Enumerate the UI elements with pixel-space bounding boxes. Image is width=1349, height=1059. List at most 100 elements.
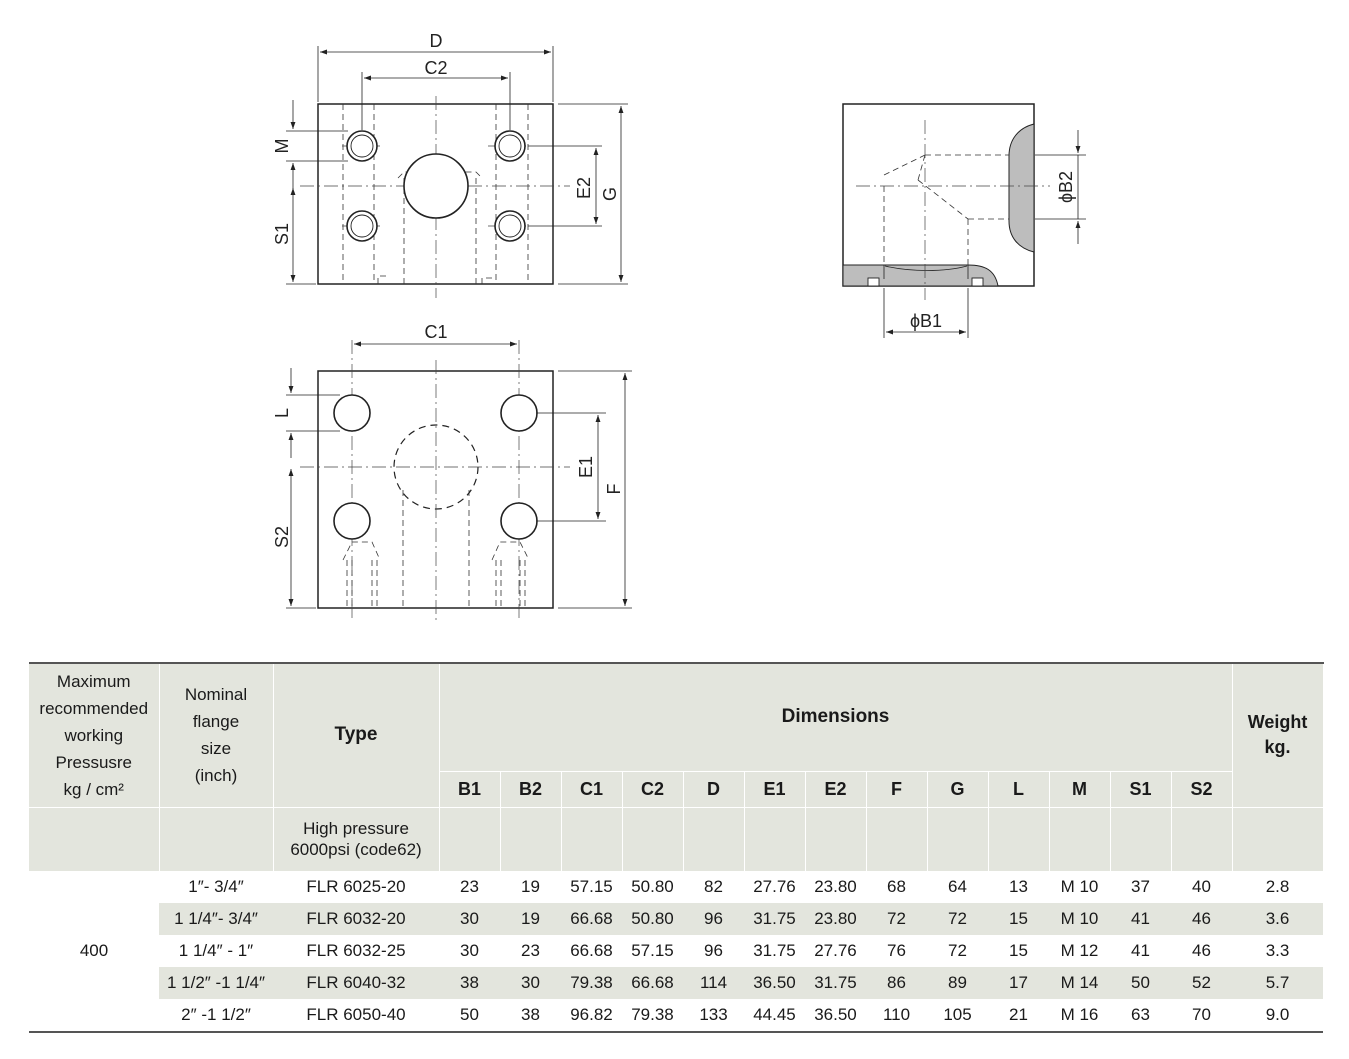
note-cell	[1110, 806, 1172, 871]
dim-cell: 79.38	[622, 999, 683, 1033]
dim-cell: 89	[927, 967, 988, 999]
dim-cell: 79.38	[561, 967, 622, 999]
label-s2: S2	[272, 526, 292, 548]
dim-cell: 46	[1192, 941, 1211, 960]
label-c1: C1	[424, 322, 447, 342]
weight-cell: 3.6	[1232, 903, 1324, 935]
label-g: G	[600, 187, 620, 201]
label-b2: ϕB2	[1056, 171, 1076, 203]
weight-cell: 9.0	[1232, 999, 1324, 1033]
dim-cell: 23	[460, 877, 479, 896]
dim-cell: 66.68	[561, 903, 622, 935]
type-note-line: High pressure	[303, 819, 409, 839]
side-view-drawing: ϕB2 ϕB1	[842, 103, 1086, 338]
dim-cell: 23	[521, 941, 540, 960]
dim-cell: 19	[500, 903, 561, 935]
note-cell	[439, 806, 501, 871]
weight-cell: 5.7	[1232, 967, 1324, 999]
label-s1: S1	[272, 223, 292, 245]
dim-cell: 72	[948, 941, 967, 960]
dim-cell: 96	[704, 941, 723, 960]
dim-cell: 41	[1131, 941, 1150, 960]
pressure-header-line: kg / cm²	[63, 779, 124, 799]
dim-cell: 72	[927, 903, 988, 935]
table-row: 1 1/4″ - 1″ FLR 6032-25 30 23 66.68 57.1…	[29, 935, 1323, 967]
dim-cell: M 14	[1049, 967, 1110, 999]
dim-cell: 68	[887, 877, 906, 896]
pressure-header-line: Maximum	[56, 671, 131, 691]
dim-cell: 50.80	[622, 903, 683, 935]
col-header-s1: S1	[1110, 770, 1172, 807]
dim-cell: 64	[948, 877, 967, 896]
table-row: 1 1/2″ -1 1/4″ FLR 6040-32 38 30 79.38 6…	[29, 967, 1324, 999]
specification-table: Maximum recommended working Pressusre kg…	[29, 662, 1324, 1033]
dim-cell: 57.15	[631, 941, 674, 960]
weight-cell: 3.3	[1265, 941, 1290, 960]
note-cell	[805, 806, 867, 871]
table-row: 400 1″- 3/4″ FLR 6025-20 23 19 57.15 50.…	[29, 871, 1323, 1033]
col-header-b2: B2	[500, 770, 562, 807]
dim-cell: 15	[1009, 941, 1028, 960]
type-note: High pressure 6000psi (code62)	[273, 806, 440, 871]
dim-cell: 86	[866, 967, 927, 999]
dim-cell: 66.68	[570, 941, 613, 960]
size-cell: 1″- 3/4″	[188, 877, 244, 896]
type-cell: FLR 6040-32	[273, 967, 439, 999]
dim-cell: M 10	[1049, 903, 1110, 935]
dim-cell: 72	[866, 903, 927, 935]
dim-cell: 52	[1171, 967, 1233, 999]
dim-cell: 27.76	[814, 941, 857, 960]
note-cell	[29, 806, 160, 871]
col-header-d: D	[683, 770, 745, 807]
dim-cell: 66.68	[622, 967, 683, 999]
dim-cell: 31.75	[805, 967, 866, 999]
col-header-f: F	[866, 770, 928, 807]
label-d: D	[430, 31, 443, 51]
dim-cell: 96.82	[561, 999, 622, 1033]
note-cell	[988, 806, 1050, 871]
label-e1: E1	[576, 456, 596, 478]
dim-cell: 31.75	[744, 903, 805, 935]
pressure-header-line: recommended	[39, 698, 149, 718]
note-cell	[159, 806, 274, 871]
nominal-header-line: size	[200, 739, 232, 759]
dim-cell: 82	[704, 877, 723, 896]
technical-drawings: D C2 M S1 E2 G	[272, 31, 1086, 622]
col-header-c1: C1	[561, 770, 623, 807]
dim-cell: 30	[460, 941, 479, 960]
note-cell	[561, 806, 623, 871]
type-cell: FLR 6025-20	[306, 877, 406, 896]
col-header-c2: C2	[622, 770, 684, 807]
size-cell: 1 1/4″- 3/4″	[159, 903, 273, 935]
note-cell	[744, 806, 806, 871]
dim-cell: 50.80	[631, 877, 674, 896]
col-header-l: L	[988, 770, 1050, 807]
dim-cell: 17	[988, 967, 1049, 999]
dim-cell: 63	[1110, 999, 1171, 1033]
weight-header-line: kg.	[1264, 737, 1291, 758]
type-header: Type	[273, 662, 440, 807]
dim-cell: M 10	[1060, 877, 1099, 896]
col-header-b1: B1	[439, 770, 501, 807]
dim-cell: 38	[500, 999, 561, 1033]
dim-cell: 30	[500, 967, 561, 999]
type-note-line: 6000psi (code62)	[290, 840, 422, 860]
dim-cell: 13	[1009, 877, 1028, 896]
weight-cell: 2.8	[1265, 877, 1290, 896]
col-header-e1: E1	[744, 770, 806, 807]
note-cell	[683, 806, 745, 871]
dim-cell: 36.50	[805, 999, 866, 1033]
nominal-size-header: Nominal flange size (inch)	[159, 662, 274, 807]
note-cell	[927, 806, 989, 871]
label-f: F	[604, 484, 624, 495]
weight-header: Weight kg.	[1232, 662, 1324, 807]
dim-cell: 70	[1171, 999, 1233, 1033]
dim-cell: 37	[1131, 877, 1150, 896]
col-header-g: G	[927, 770, 989, 807]
size-cell: 1 1/2″ -1 1/4″	[159, 967, 273, 999]
col-header-s2: S2	[1171, 770, 1233, 807]
dim-cell: 57.15	[570, 877, 613, 896]
dim-cell: 21	[988, 999, 1049, 1033]
dim-cell: 30	[439, 903, 500, 935]
nominal-header-line: flange	[192, 712, 240, 732]
